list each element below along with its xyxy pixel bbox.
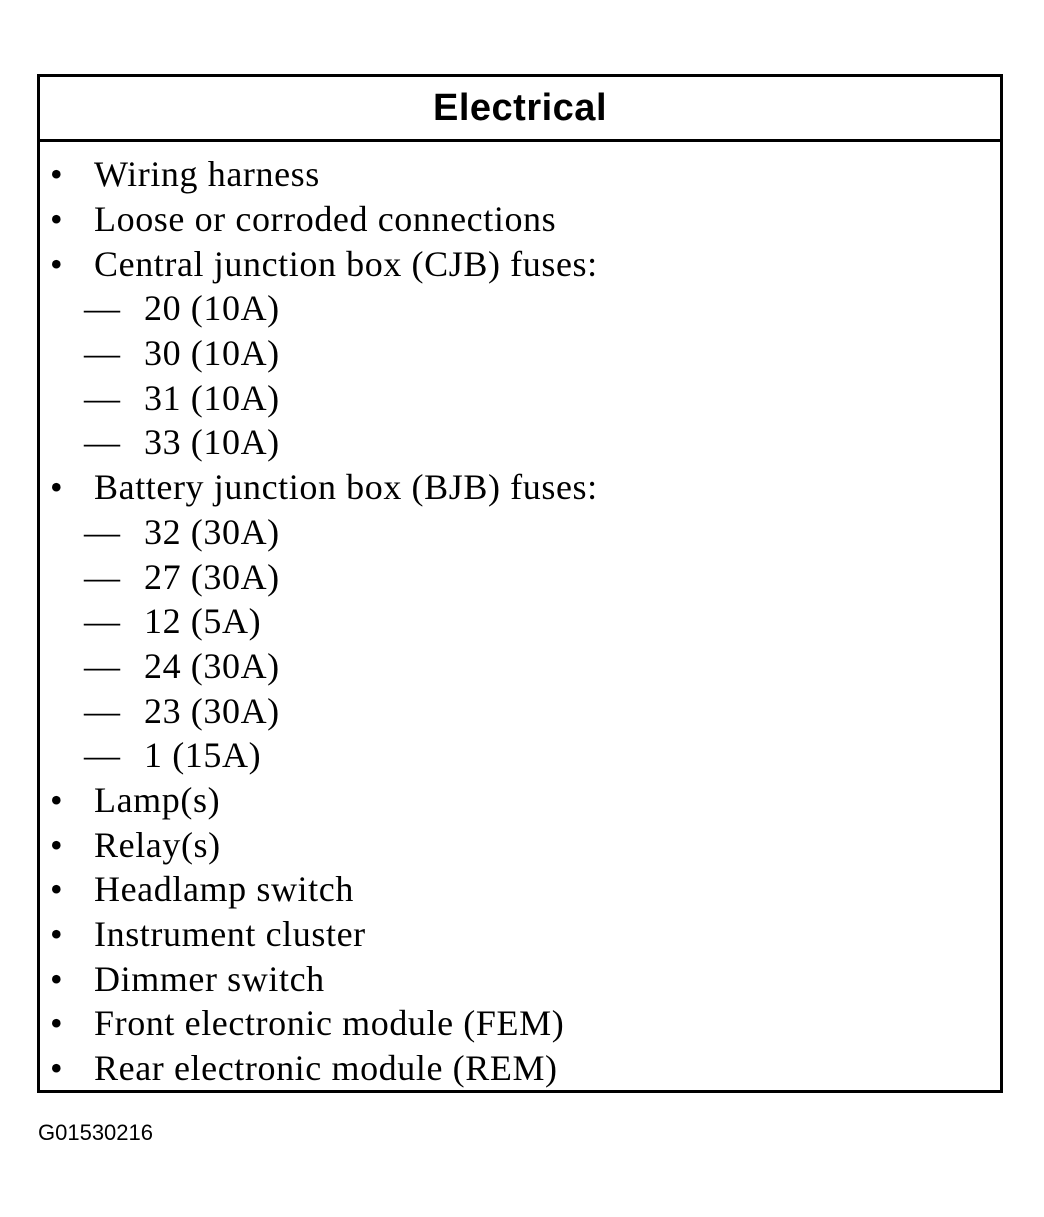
fuse-sub-item: — 31 (10A) <box>40 375 1000 420</box>
dash-marker: — <box>84 288 121 329</box>
bullet-marker: • <box>50 914 64 955</box>
list-item: • Rear electronic module (REM) <box>40 1046 1000 1091</box>
list-item: • Wiring harness <box>40 152 1000 197</box>
fuse-sub-item: — 27 (30A) <box>40 554 1000 599</box>
list-item: • Headlamp switch <box>40 867 1000 912</box>
list-item: • Battery junction box (BJB) fuses: <box>40 465 1000 510</box>
list-item-text: Relay(s) <box>94 824 221 865</box>
list-item-text: 32 (30A) <box>144 511 280 552</box>
list-item: • Instrument cluster <box>40 912 1000 957</box>
list-item: • Central junction box (CJB) fuses: <box>40 241 1000 286</box>
list-item: • Lamp(s) <box>40 778 1000 823</box>
bullet-marker: • <box>50 243 64 284</box>
dash-marker: — <box>84 422 121 463</box>
fuse-sub-item: — 24 (30A) <box>40 644 1000 689</box>
bullet-marker: • <box>50 467 64 508</box>
fuse-sub-item: — 1 (15A) <box>40 733 1000 778</box>
list-item-text: Instrument cluster <box>94 914 366 955</box>
figure-code: G01530216 <box>38 1120 153 1145</box>
list-item: • Dimmer switch <box>40 956 1000 1001</box>
fuse-sub-item: — 33 (10A) <box>40 420 1000 465</box>
list-item-text: Loose or corroded connections <box>94 199 557 240</box>
dash-marker: — <box>84 690 121 731</box>
list-item-text: Dimmer switch <box>94 958 325 999</box>
list-item: • Front electronic module (FEM) <box>40 1001 1000 1046</box>
list-item-text: 12 (5A) <box>144 601 262 642</box>
bullet-marker: • <box>50 869 64 910</box>
list-item-text: 31 (10A) <box>144 377 280 418</box>
dash-marker: — <box>84 333 121 374</box>
item-list: • Wiring harness • Loose or corroded connec… <box>40 142 1000 1090</box>
list-item-text: 30 (10A) <box>144 333 280 374</box>
dash-marker: — <box>84 377 121 418</box>
bullet-marker: • <box>50 1003 64 1044</box>
fuse-sub-item: — 12 (5A) <box>40 599 1000 644</box>
list-item-text: Lamp(s) <box>94 779 221 820</box>
dash-marker: — <box>84 556 121 597</box>
list-item-text: 24 (30A) <box>144 645 280 686</box>
electrical-table: Electrical • Wiring harness • Loose or corr… <box>37 74 1003 1093</box>
bullet-marker: • <box>50 1048 64 1089</box>
fuse-sub-item: — 23 (30A) <box>40 688 1000 733</box>
bullet-marker: • <box>50 779 64 820</box>
list-item-text: Rear electronic module (REM) <box>94 1048 558 1089</box>
dash-marker: — <box>84 511 121 552</box>
list-item-text: Wiring harness <box>94 154 320 195</box>
list-item-text: Front electronic module (FEM) <box>94 1003 565 1044</box>
bullet-marker: • <box>50 958 64 999</box>
fuse-sub-item: — 32 (30A) <box>40 510 1000 555</box>
list-item-text: 33 (10A) <box>144 422 280 463</box>
table-title: Electrical <box>433 86 607 129</box>
list-item-text: Central junction box (CJB) fuses: <box>94 243 598 284</box>
table-header: Electrical <box>40 77 1000 142</box>
bullet-marker: • <box>50 824 64 865</box>
list-item: • Relay(s) <box>40 822 1000 867</box>
fuse-sub-item: — 20 (10A) <box>40 286 1000 331</box>
dash-marker: — <box>84 601 121 642</box>
list-item-text: 20 (10A) <box>144 288 280 329</box>
list-item-text: 1 (15A) <box>144 735 262 776</box>
list-item-text: 27 (30A) <box>144 556 280 597</box>
dash-marker: — <box>84 735 121 776</box>
list-item-text: Battery junction box (BJB) fuses: <box>94 467 598 508</box>
list-item: • Loose or corroded connections <box>40 197 1000 242</box>
list-item-text: 23 (30A) <box>144 690 280 731</box>
dash-marker: — <box>84 645 121 686</box>
fuse-sub-item: — 30 (10A) <box>40 331 1000 376</box>
list-item-text: Headlamp switch <box>94 869 354 910</box>
bullet-marker: • <box>50 154 64 195</box>
bullet-marker: • <box>50 199 64 240</box>
